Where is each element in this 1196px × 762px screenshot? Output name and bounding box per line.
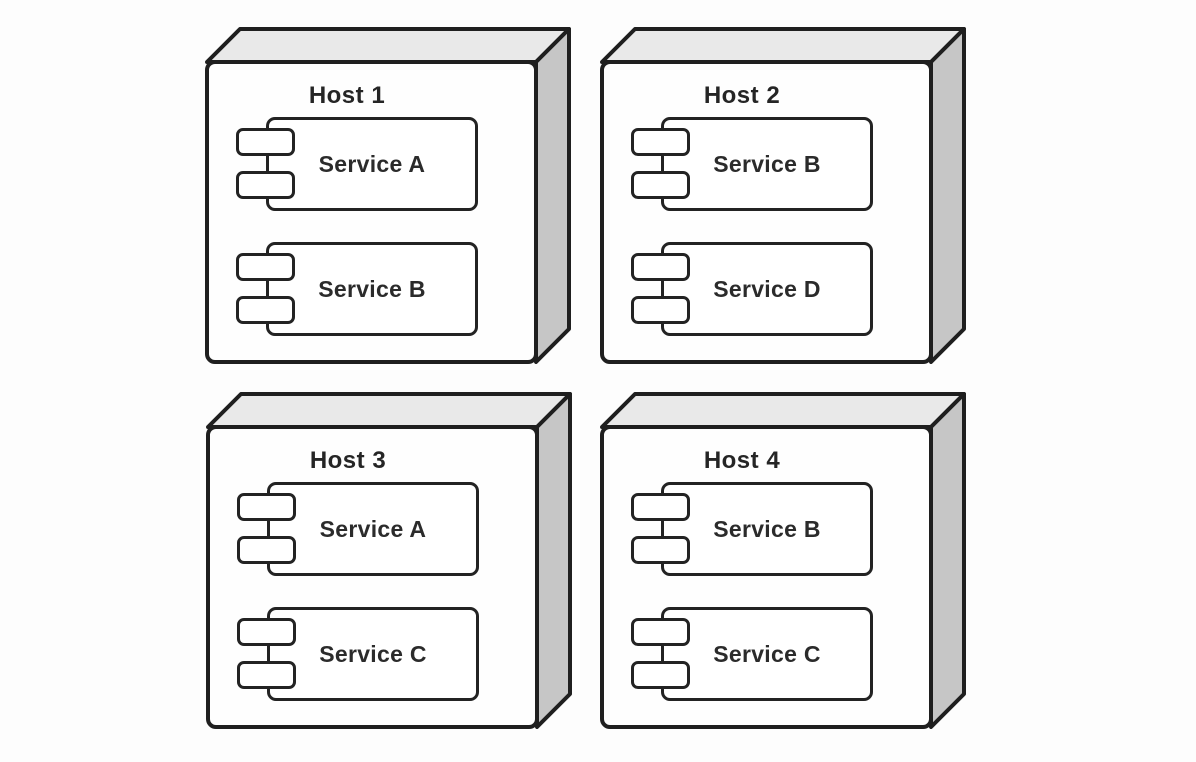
component-port-icon bbox=[237, 661, 296, 689]
service-component: Service A bbox=[237, 482, 479, 576]
component-port-icon bbox=[631, 171, 690, 199]
component-port-icon bbox=[236, 128, 295, 156]
component-port-icon bbox=[631, 536, 690, 564]
node-side-face bbox=[535, 392, 572, 729]
service-component: Service A bbox=[236, 117, 478, 211]
host-label: Host 3 bbox=[309, 447, 387, 474]
host-node-3: Host 3 Service A Service C bbox=[206, 392, 572, 729]
service-label: Service A bbox=[319, 515, 427, 542]
component-port-icon bbox=[237, 618, 296, 646]
host-label: Host 4 bbox=[703, 447, 781, 474]
component-port-icon bbox=[236, 253, 295, 281]
component-port-icon bbox=[631, 296, 690, 324]
component-port-icon bbox=[237, 493, 296, 521]
component-port-icon bbox=[631, 253, 690, 281]
component-port-icon bbox=[236, 296, 295, 324]
node-side-face bbox=[534, 27, 571, 364]
service-label: Service B bbox=[713, 515, 821, 542]
service-component: Service D bbox=[631, 242, 873, 336]
host-label: Host 1 bbox=[308, 82, 386, 109]
node-top-face bbox=[206, 392, 572, 429]
host-node-2: Host 2 Service B Service D bbox=[600, 27, 966, 364]
component-port-icon bbox=[631, 128, 690, 156]
service-label: Service C bbox=[713, 640, 821, 667]
service-label: Service B bbox=[318, 275, 426, 302]
service-label: Service B bbox=[713, 150, 821, 177]
component-port-icon bbox=[631, 493, 690, 521]
host-node-4: Host 4 Service B Service C bbox=[600, 392, 966, 729]
host-node-1: Host 1 Service A Service B bbox=[205, 27, 571, 364]
service-component: Service C bbox=[631, 607, 873, 701]
node-top-face bbox=[600, 392, 966, 429]
service-component: Service B bbox=[631, 482, 873, 576]
node-side-face bbox=[929, 392, 966, 729]
service-component: Service B bbox=[631, 117, 873, 211]
component-port-icon bbox=[631, 618, 690, 646]
node-top-face bbox=[600, 27, 966, 64]
component-port-icon bbox=[237, 536, 296, 564]
service-component: Service C bbox=[237, 607, 479, 701]
component-port-icon bbox=[236, 171, 295, 199]
service-label: Service D bbox=[713, 275, 821, 302]
service-label: Service C bbox=[319, 640, 427, 667]
host-label: Host 2 bbox=[703, 82, 781, 109]
component-port-icon bbox=[631, 661, 690, 689]
node-top-face bbox=[205, 27, 571, 64]
node-side-face bbox=[929, 27, 966, 364]
service-component: Service B bbox=[236, 242, 478, 336]
service-label: Service A bbox=[318, 150, 426, 177]
